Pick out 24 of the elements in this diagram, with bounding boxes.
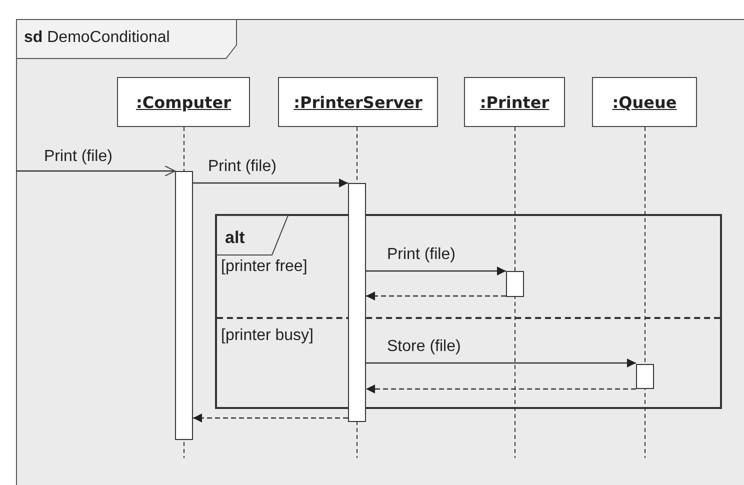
lifeline-head: :PrinterServer: [278, 77, 438, 127]
message-label: Print (file): [387, 246, 456, 264]
guard-condition: [printer busy]: [221, 327, 314, 345]
message-label: Store (file): [387, 338, 461, 356]
lifeline-head: :Printer: [464, 77, 565, 127]
message-label: Print (file): [44, 148, 112, 166]
guard-condition: [printer free]: [221, 258, 308, 276]
lifeline-head: :Queue: [592, 77, 697, 127]
message-label: Print (file): [208, 158, 276, 176]
operator-label: alt: [225, 228, 245, 248]
diagram-frame: [16, 19, 744, 485]
activation-bar: [348, 183, 366, 422]
return-arrow: [366, 384, 636, 394]
message-arrow: [366, 358, 636, 368]
return-arrow: [193, 414, 348, 422]
frame-title: sd DemoConditional: [24, 29, 170, 47]
message-arrow: [16, 166, 176, 176]
return-arrow: [366, 292, 506, 300]
activation-bar: [506, 271, 524, 297]
activation-bar: [636, 364, 654, 389]
message-arrow: [193, 178, 348, 188]
message-arrow: [366, 266, 506, 276]
activation-bar: [175, 171, 193, 440]
lifeline-head: :Computer: [117, 77, 250, 127]
